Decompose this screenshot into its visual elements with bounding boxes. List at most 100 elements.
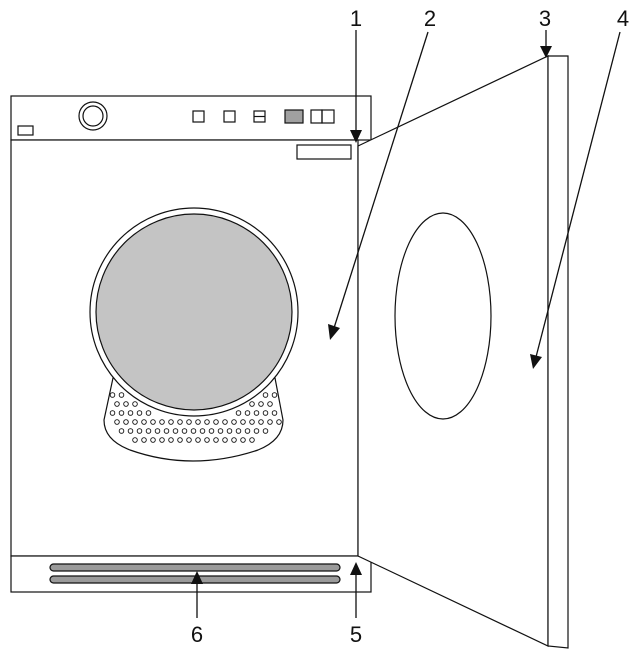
door-handle-icon xyxy=(296,144,352,160)
vent-hole xyxy=(159,419,165,425)
vent-hole xyxy=(159,437,165,443)
vent-hole xyxy=(177,437,183,443)
plinth-panel xyxy=(10,555,372,593)
vent-hole xyxy=(204,437,210,443)
vent-hole xyxy=(181,428,188,434)
vent-hole xyxy=(118,392,125,398)
vent-hole xyxy=(262,428,269,434)
vent-hole xyxy=(231,437,237,443)
vent-hole xyxy=(168,437,174,443)
vent-hole xyxy=(163,428,170,434)
vent-hole xyxy=(186,419,192,425)
vent-hole xyxy=(267,419,273,425)
vent-hole xyxy=(240,419,246,425)
vent-hole xyxy=(253,410,260,416)
vent-hole xyxy=(136,428,143,434)
vent-hole xyxy=(244,428,251,434)
vent-hole xyxy=(249,419,255,425)
vent-hole xyxy=(271,410,278,416)
vent-hole xyxy=(271,392,278,398)
vent-hole xyxy=(226,428,233,434)
vent-hole xyxy=(262,392,269,398)
vent-hole xyxy=(217,428,224,434)
callout-2: 2 xyxy=(424,6,436,31)
drum-opening xyxy=(89,207,299,462)
vent-hole xyxy=(253,428,260,434)
vent-hole xyxy=(262,410,269,416)
vent-grille-icon xyxy=(109,392,282,443)
vent-hole xyxy=(141,437,147,443)
vent-hole xyxy=(204,419,210,425)
vent-hole xyxy=(123,419,129,425)
vent-hole xyxy=(141,419,147,425)
vent-hole xyxy=(109,392,116,398)
callout-6: 6 xyxy=(191,622,203,647)
vent-hole xyxy=(195,437,201,443)
drum-window xyxy=(95,213,293,411)
vent-hole xyxy=(244,410,251,416)
vent-hole xyxy=(123,401,129,407)
vent-hole xyxy=(150,437,156,443)
control-panel-body xyxy=(10,95,372,141)
arrow-head-5 xyxy=(350,562,362,575)
program-knob-icon xyxy=(78,101,108,131)
indicator-light-icon xyxy=(17,125,34,136)
vent-hole xyxy=(222,419,228,425)
vent-hole xyxy=(208,428,215,434)
vent-hole xyxy=(195,419,201,425)
vent-hole xyxy=(145,428,152,434)
vent-hole xyxy=(186,437,192,443)
vent-hole xyxy=(136,410,143,416)
option-button-icon xyxy=(223,110,236,123)
option-button-icon xyxy=(321,109,335,124)
control-panel xyxy=(10,95,372,141)
vent-hole xyxy=(168,419,174,425)
program-knob-inner xyxy=(82,105,104,127)
vent-hole xyxy=(114,401,120,407)
arrow-head-4 xyxy=(530,354,542,369)
vent-hole xyxy=(154,428,161,434)
vent-hole xyxy=(118,428,125,434)
vent-hole xyxy=(114,419,120,425)
vent-hole xyxy=(249,401,255,407)
vent-hole xyxy=(127,410,134,416)
vent-hole xyxy=(145,410,152,416)
vent-hole xyxy=(109,410,116,416)
vent-hole xyxy=(258,401,264,407)
callout-5: 5 xyxy=(350,622,362,647)
vent-hole xyxy=(213,419,219,425)
vent-hole xyxy=(235,428,242,434)
vent-hole xyxy=(177,419,183,425)
door-edge xyxy=(547,55,569,649)
open-door xyxy=(357,55,569,649)
callout-labels: 1 2 3 4 5 6 xyxy=(191,6,629,647)
plinth xyxy=(10,555,372,593)
leader-line-4 xyxy=(535,31,621,358)
vent-hole xyxy=(190,428,197,434)
leader-line-2 xyxy=(333,31,429,329)
arrow-head-2 xyxy=(328,324,340,340)
vent-hole xyxy=(276,419,282,425)
callout-4: 4 xyxy=(617,6,629,31)
start-button-icon xyxy=(284,109,304,124)
vent-hole xyxy=(150,419,156,425)
vent-hole xyxy=(172,428,179,434)
callout-3: 3 xyxy=(539,6,551,31)
arrow-head-1 xyxy=(350,130,362,143)
arrow-head-6 xyxy=(191,571,203,584)
vent-hole xyxy=(132,401,138,407)
vent-grille-slot xyxy=(49,563,341,572)
arrow-head-3 xyxy=(540,46,552,58)
vent-hole xyxy=(258,419,264,425)
vent-hole xyxy=(240,437,246,443)
vent-hole xyxy=(213,437,219,443)
door-glass xyxy=(394,212,492,420)
vent-hole xyxy=(267,401,273,407)
vent-hole xyxy=(231,419,237,425)
vent-hole xyxy=(132,419,138,425)
vent-hole xyxy=(249,437,255,443)
callout-1: 1 xyxy=(350,6,362,31)
callout-leaders xyxy=(191,30,621,618)
